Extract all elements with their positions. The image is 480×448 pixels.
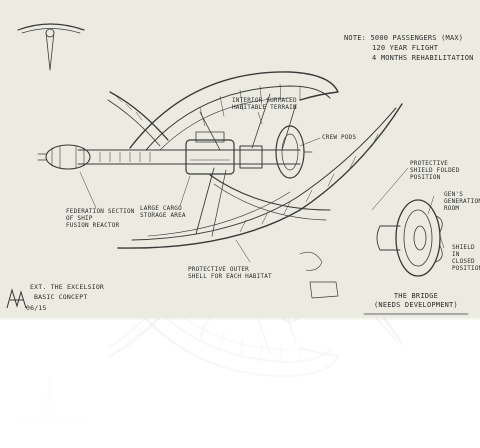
lower-arc-habitat	[375, 318, 403, 345]
leader-lines	[79, 111, 445, 263]
label-generation-room: GEN'S GENERATION ROOM	[444, 191, 480, 212]
label-crew-pods: CREW PODS	[322, 134, 357, 141]
label-interior-surfaces: INTERIOR SURFACED HABITABLE TERRAIN	[232, 97, 297, 111]
upper-arc-habitat	[144, 318, 339, 377]
reflection-fade	[0, 318, 480, 448]
thumbnail-sketch	[17, 377, 85, 425]
crew-pods-ring	[275, 125, 313, 179]
bridge-module	[376, 199, 443, 277]
central-spine	[77, 149, 301, 165]
leader-lines	[257, 323, 263, 337]
label-shield-closed: SHIELD IN CLOSED POSITION	[452, 244, 480, 272]
left-vane	[107, 318, 160, 357]
sheet-subtitle: BASIC CONCEPT	[34, 293, 88, 301]
artist-signature-mark	[6, 288, 27, 309]
sheet-title: EXT. THE EXCELSIOR	[30, 283, 105, 291]
middle-panel	[209, 174, 331, 221]
mirror-reflection	[0, 318, 480, 448]
upper-arc-habitat	[129, 71, 339, 151]
passenger-note-line-3: 4 MONTHS REHABILITATION	[372, 54, 474, 62]
concept-sketch-sheet: NOTE: 5000 PASSENGERS (MAX) 120 YEAR FLI…	[0, 0, 480, 320]
support-struts	[199, 318, 297, 355]
passenger-note-line-1: NOTE: 5000 PASSENGERS (MAX)	[344, 34, 464, 42]
sheet-date: 06/15	[26, 304, 47, 312]
label-bridge: THE BRIDGE (NEEDS DEVELOPMENT)	[374, 292, 458, 309]
reflected-sheet	[0, 318, 480, 448]
label-shield-folded: PROTECTIVE SHIELD FOLDED POSITION	[410, 160, 460, 181]
label-federation-section: FEDERATION SECTION OF SHIP FUSION REACTO…	[66, 208, 135, 229]
label-protective-shell: PROTECTIVE OUTER SHELL FOR EACH HABITAT	[188, 266, 272, 280]
central-hub	[185, 131, 263, 175]
lower-arc-habitat	[117, 103, 403, 249]
left-vane	[107, 91, 169, 147]
reflected-spaceship-sketch	[17, 318, 403, 425]
label-cargo-storage: LARGE CARGO STORAGE AREA	[140, 205, 186, 219]
fusion-reactor-pod	[37, 144, 91, 170]
passenger-note-line-2: 120 YEAR FLIGHT	[372, 44, 439, 52]
spaceship-sketch	[17, 23, 469, 315]
thumbnail-sketch	[17, 23, 85, 71]
shield-detail-sketch	[299, 251, 339, 299]
